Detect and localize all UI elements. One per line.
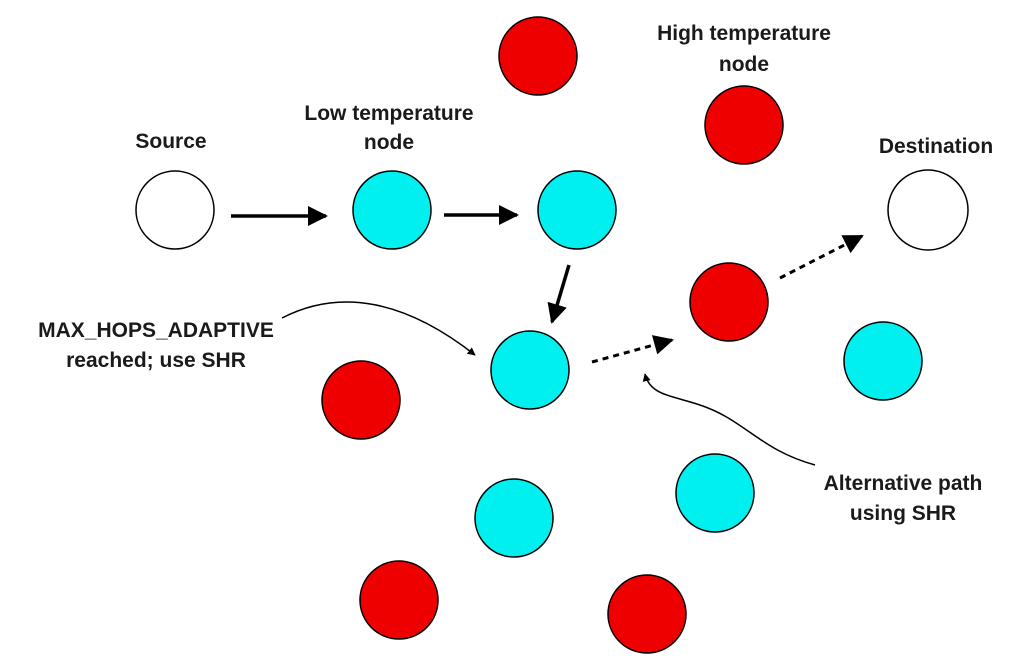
high-temperature-label-line1: High temperature bbox=[657, 22, 831, 45]
low-temp-node-4 bbox=[843, 321, 923, 401]
callout-max-hops bbox=[281, 301, 476, 356]
high-temp-node-4 bbox=[321, 360, 401, 440]
high-temp-node-5 bbox=[359, 560, 439, 640]
destination-node bbox=[887, 169, 969, 251]
source-label: Source bbox=[135, 130, 206, 153]
source-node bbox=[135, 170, 215, 250]
alternative-path-label-line1: Alternative path bbox=[824, 472, 983, 495]
low-temperature-label-line1: Low temperature bbox=[304, 102, 473, 125]
low-temp-node-6 bbox=[474, 478, 554, 558]
dashed-arrow-low3-to-high3 bbox=[591, 335, 674, 364]
max-hops-label-line2: reached; use SHR bbox=[66, 349, 246, 372]
low-temp-node-1 bbox=[352, 170, 432, 250]
high-temp-node-6 bbox=[607, 574, 687, 654]
max-hops-label-line1: MAX_HOPS_ADAPTIVE bbox=[38, 319, 274, 342]
high-temp-node-3 bbox=[689, 262, 769, 342]
callout-curves bbox=[281, 301, 816, 466]
labels: Source Low temperature node High tempera… bbox=[38, 22, 993, 525]
alternative-path-arrows bbox=[591, 234, 864, 364]
arrow-low2-to-low3 bbox=[547, 264, 571, 324]
low-temperature-label-line2: node bbox=[364, 131, 414, 154]
high-temp-node-2 bbox=[704, 85, 784, 165]
dashed-arrow-high3-to-destination bbox=[779, 234, 864, 280]
alternative-path-label-line2: using SHR bbox=[850, 502, 956, 525]
low-temp-node-5 bbox=[675, 453, 755, 533]
primary-path-arrows bbox=[231, 205, 571, 324]
nodes-layer bbox=[135, 16, 969, 654]
callout-alt-path bbox=[642, 373, 816, 466]
low-temp-node-2 bbox=[537, 170, 617, 250]
high-temp-node-1 bbox=[498, 16, 578, 96]
low-temp-node-3 bbox=[490, 330, 570, 410]
destination-label: Destination bbox=[879, 135, 993, 158]
high-temperature-label-line2: node bbox=[719, 53, 769, 76]
